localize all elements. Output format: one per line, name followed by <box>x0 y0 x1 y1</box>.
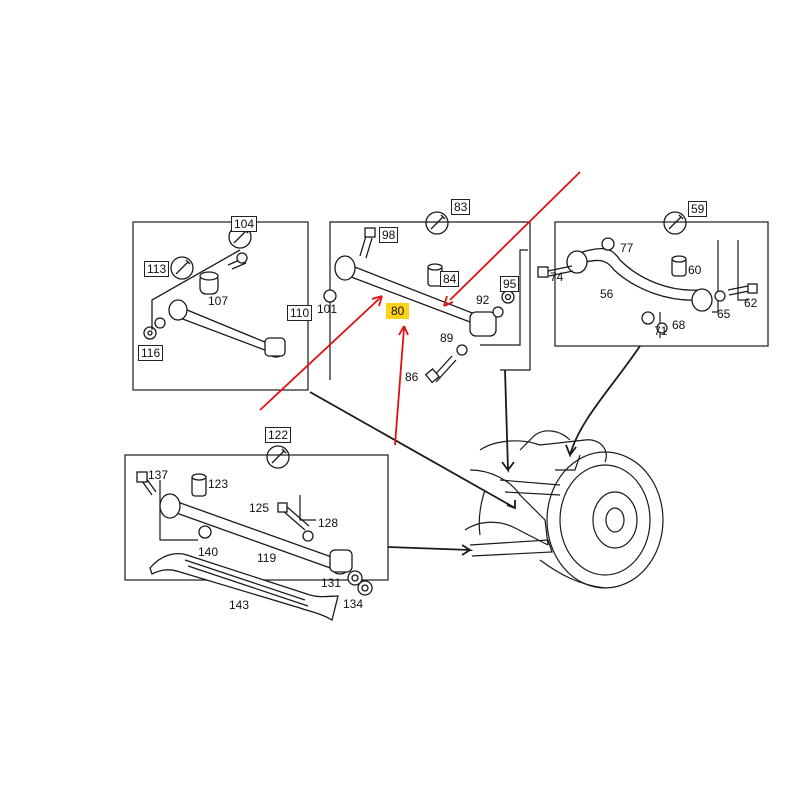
part-label-125[interactable]: 125 <box>249 501 270 515</box>
part-label-60[interactable]: 60 <box>688 263 702 277</box>
part-label-134[interactable]: 134 <box>343 597 364 611</box>
part-label-143[interactable]: 143 <box>229 598 250 612</box>
part-label-68[interactable]: 68 <box>672 318 686 332</box>
part-label-101[interactable]: 101 <box>317 302 338 316</box>
group-122-parts <box>136 471 373 622</box>
part-label-92[interactable]: 92 <box>476 293 490 307</box>
part-label-65[interactable]: 65 <box>717 307 731 321</box>
part-label-77[interactable]: 77 <box>620 241 634 255</box>
part-label-107[interactable]: 107 <box>208 294 229 308</box>
part-label-119[interactable]: 119 <box>257 551 277 565</box>
annotation-lines <box>259 171 581 446</box>
part-label-84[interactable]: 84 <box>440 271 460 287</box>
part-label-95[interactable]: 95 <box>500 276 520 292</box>
part-label-113[interactable]: 113 <box>144 261 170 277</box>
callout-122[interactable]: 122 <box>265 427 292 443</box>
callout-104[interactable]: 104 <box>231 216 258 232</box>
part-label-74[interactable]: 74 <box>550 270 564 284</box>
suspension-assembly <box>464 430 664 589</box>
part-label-71[interactable]: 71 <box>654 324 668 338</box>
part-label-137[interactable]: 137 <box>148 468 169 482</box>
part-label-110[interactable]: 110 <box>287 305 313 321</box>
group-104-parts <box>143 249 286 358</box>
callout-59[interactable]: 59 <box>688 201 708 217</box>
leader-lines <box>309 345 641 556</box>
part-label-80-highlighted[interactable]: 80 <box>386 303 410 319</box>
part-label-116[interactable]: 116 <box>138 345 164 361</box>
callout-83[interactable]: 83 <box>451 199 471 215</box>
group-59-frame <box>554 221 769 347</box>
group-83-parts <box>323 227 515 384</box>
part-label-131[interactable]: 131 <box>321 576 342 590</box>
part-label-123[interactable]: 123 <box>208 477 229 491</box>
part-label-62[interactable]: 62 <box>744 296 758 310</box>
part-label-98[interactable]: 98 <box>379 227 399 243</box>
part-label-140[interactable]: 140 <box>198 545 219 559</box>
part-label-89[interactable]: 89 <box>440 331 454 345</box>
part-label-56[interactable]: 56 <box>600 287 614 301</box>
part-label-128[interactable]: 128 <box>318 516 339 530</box>
group-59-parts <box>537 237 758 334</box>
part-label-86[interactable]: 86 <box>405 370 419 384</box>
